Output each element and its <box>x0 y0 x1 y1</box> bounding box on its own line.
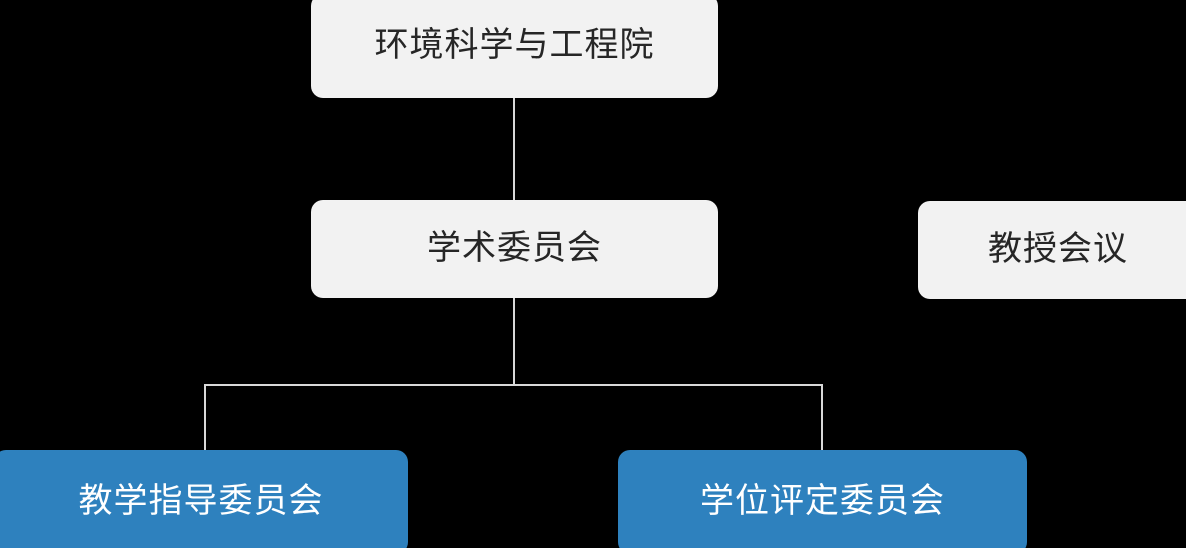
edge-bus-to-degree-committee <box>821 384 823 451</box>
node-professors-meeting[interactable]: 教授会议 <box>918 201 1186 299</box>
node-academic-committee[interactable]: 学术委员会 <box>311 200 718 298</box>
edge-horizontal-bus <box>204 384 823 386</box>
edge-academic-committee-stem <box>513 298 515 386</box>
edge-college-to-academic-committee <box>513 98 515 201</box>
node-degree-committee-label: 学位评定委员会 <box>700 482 945 521</box>
node-college-label: 环境科学与工程院 <box>374 26 655 65</box>
node-professors-meeting-label: 教授会议 <box>988 230 1128 269</box>
node-academic-committee-label: 学术委员会 <box>427 229 602 268</box>
node-college[interactable]: 环境科学与工程院 <box>311 0 718 98</box>
node-teaching-committee-label: 教学指导委员会 <box>78 482 324 521</box>
node-degree-committee[interactable]: 学位评定委员会 <box>618 450 1027 548</box>
node-teaching-committee[interactable]: 教学指导委员会 <box>0 450 408 548</box>
edge-bus-to-teaching-committee <box>204 384 206 451</box>
